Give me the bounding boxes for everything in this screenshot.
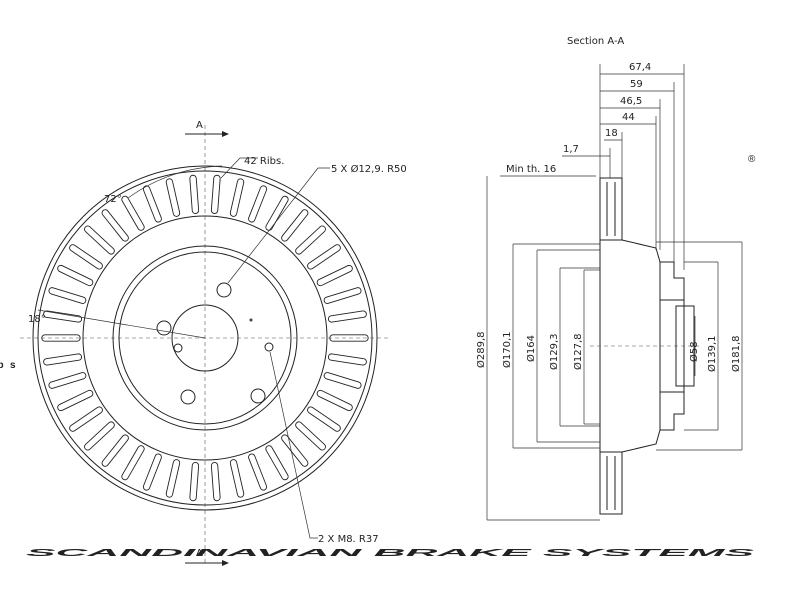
ribs-leader: [220, 157, 258, 179]
dim-44: 44: [622, 112, 635, 123]
angle-18-label: 18°: [28, 314, 46, 325]
threaded-hole: [173, 343, 183, 353]
angle-72-label: 72°: [104, 194, 122, 205]
vent-rib: [265, 195, 289, 231]
vent-rib: [165, 459, 181, 498]
vent-rib: [323, 372, 362, 389]
vent-rib: [316, 264, 353, 287]
vent-rib: [43, 353, 83, 366]
hat-inner-circle: [118, 251, 292, 425]
ribs-label: 42 Ribs.: [244, 156, 284, 167]
vent-rib: [307, 244, 341, 270]
vent-rib: [121, 195, 145, 231]
hat-outer-circle: [112, 245, 298, 431]
vent-rib: [327, 310, 367, 323]
vent-rib: [121, 445, 145, 481]
vent-rib: [210, 174, 221, 214]
vent-rib: [84, 421, 115, 451]
outer-rim-circle: [32, 165, 378, 511]
dim-1-7: 1,7: [563, 144, 579, 155]
vent-rib: [295, 225, 326, 255]
holes-leader: [227, 167, 330, 284]
center-bore: [675, 305, 695, 387]
dim-d127-8: Ø127,8: [572, 334, 584, 371]
min-thickness-label: Min th. 16: [506, 164, 556, 175]
angle-arc-72: [127, 165, 223, 199]
bolt-hole: [156, 320, 172, 336]
bolt-hole: [180, 389, 196, 405]
dim-d289-8: Ø289,8: [475, 332, 487, 369]
hat-outline: [599, 239, 661, 453]
vent-rib: [142, 453, 162, 491]
sbs-logo: sbs: [0, 360, 16, 368]
vent-rib: [316, 389, 353, 412]
vent-rib: [189, 462, 200, 502]
dim-18: 18: [605, 128, 618, 139]
vent-rib: [101, 209, 129, 242]
vent-rib: [327, 353, 367, 366]
dim-d129-3: Ø129,3: [548, 334, 560, 371]
outer-rim-inner-circle: [37, 170, 373, 506]
vent-rib: [229, 178, 245, 217]
vent-rib: [41, 334, 81, 342]
front-view: A A 42 Ribs. 5 X Ø12,9. R50 2 X M8. R37: [20, 120, 407, 566]
vent-rib: [307, 406, 341, 432]
vent-rib: [323, 287, 362, 304]
friction-ring-top: [599, 177, 623, 241]
vent-rib: [210, 462, 221, 502]
bolt-hole: [216, 282, 232, 298]
center-bore-circle: [171, 304, 239, 372]
threads-leader: [269, 351, 318, 539]
section-title: Section A-A: [567, 36, 624, 47]
bolt-holes-label: 5 X Ø12,9. R50: [331, 163, 407, 175]
vent-rib: [57, 264, 94, 287]
section-marker-bottom: A: [185, 548, 229, 566]
angle-arc-18: [37, 263, 51, 297]
vent-rib: [48, 372, 87, 389]
section-marker-top: A: [185, 120, 229, 137]
vent-rib: [165, 178, 181, 217]
vent-rib: [69, 244, 103, 270]
svg-text:A: A: [196, 120, 203, 131]
dim-d58: Ø58: [688, 341, 700, 362]
vent-rib: [189, 174, 200, 214]
vent-rib: [281, 434, 309, 467]
vent-rib: [229, 459, 245, 498]
dim-59: 59: [630, 79, 643, 90]
dim-d164: Ø164: [525, 335, 537, 362]
dim-67-4: 67,4: [629, 62, 651, 73]
friction-ring-bottom: [599, 451, 623, 515]
vent-rib: [84, 225, 115, 255]
bolt-hole: [250, 388, 266, 404]
vent-rib: [281, 209, 309, 242]
vent-rib: [142, 185, 162, 223]
dim-d170-1: Ø170,1: [501, 332, 513, 369]
scandinavian-brake-systems-tagline: SCANDINAVIAN BRAKE SYSTEMS: [26, 548, 755, 559]
vent-rib: [48, 287, 87, 304]
vertical-dimensions: Ø289,8 Ø170,1 Ø164 Ø129,3 Ø127,8 Ø58 Ø13…: [475, 176, 743, 521]
vent-rib: [329, 334, 369, 342]
vent-rib: [248, 453, 268, 491]
threads-label: 2 X M8. R37: [318, 534, 379, 545]
sbs-watermark: sbs ® SCANDINAVIAN BRAKE SYSTEMS: [0, 154, 756, 559]
ventilation-ribs: [41, 174, 369, 502]
bolt-hole-hidden: [249, 318, 253, 322]
vent-rib: [57, 389, 94, 412]
registered-mark: ®: [748, 154, 756, 165]
disc-profile: [590, 177, 700, 515]
vent-rib: [69, 406, 103, 432]
vent-rib: [101, 434, 129, 467]
dim-d181-8: Ø181,8: [730, 336, 742, 373]
vent-rib: [248, 185, 268, 223]
vent-rib: [265, 445, 289, 481]
dim-d139-1: Ø139,1: [706, 336, 718, 373]
section-view: Section A-A 67,4 59 46,5 44 18 1,7 Min t…: [475, 36, 743, 521]
friction-inner-circle: [82, 215, 328, 461]
dim-46-5: 46,5: [620, 96, 642, 107]
svg-text:A: A: [196, 548, 203, 559]
threaded-hole: [264, 342, 274, 352]
horizontal-dimensions: 67,4 59 46,5 44 18 1,7 Min th. 16: [500, 62, 684, 177]
vent-rib: [295, 421, 326, 451]
